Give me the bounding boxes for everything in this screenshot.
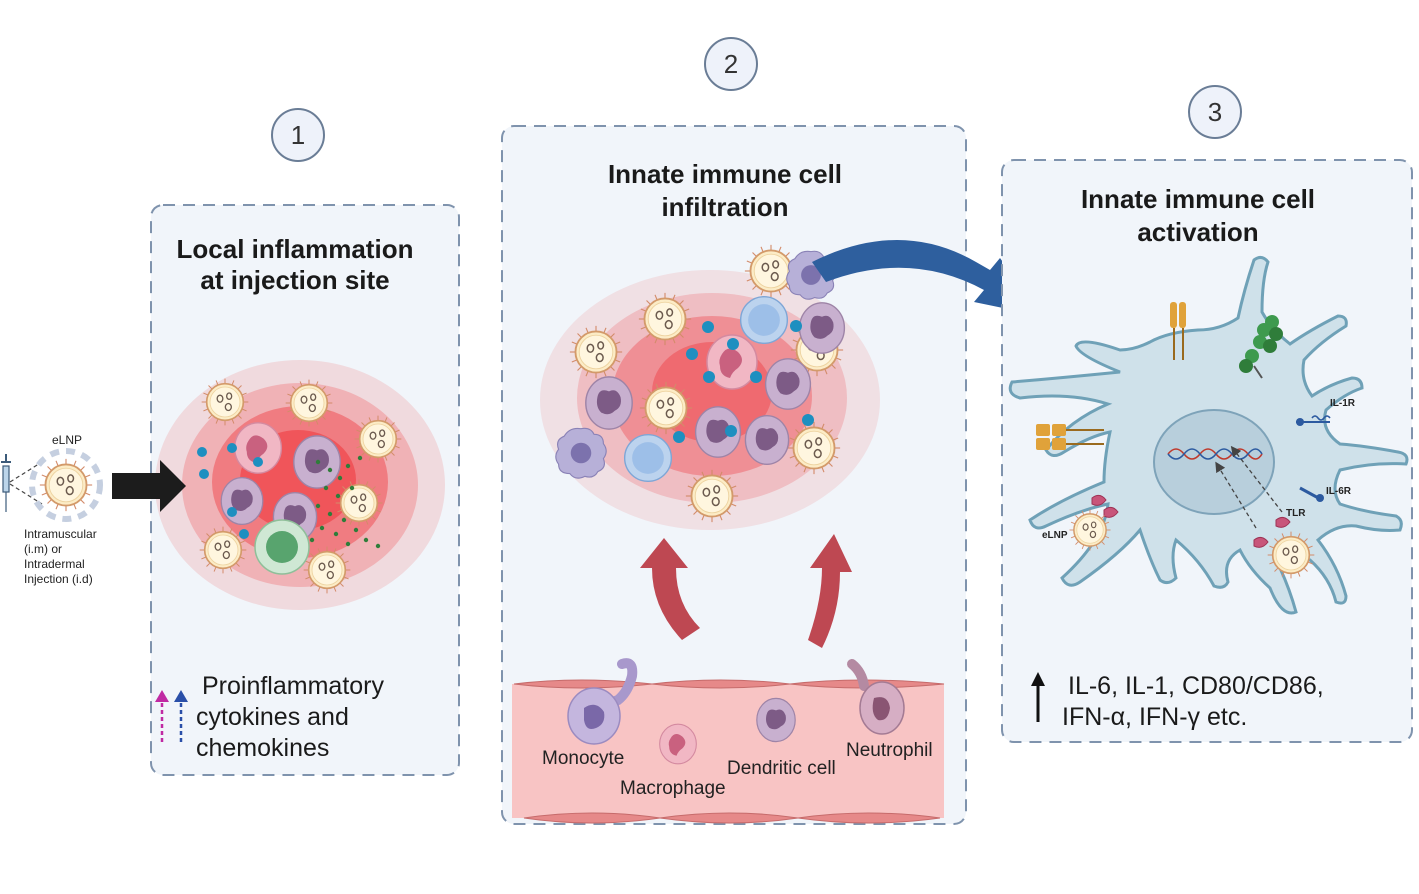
nucleus xyxy=(1153,409,1275,515)
step-1-footer: Proinflammatory cytokines and chemokines xyxy=(155,672,384,762)
chemokine-dots xyxy=(309,455,381,549)
step-2-number: 2 xyxy=(724,49,738,79)
lnp-particle xyxy=(568,324,624,380)
step-2-panel: 2 Innate immune cell infiltration xyxy=(501,37,967,825)
step-2-box xyxy=(501,125,967,825)
dna-helix-icon xyxy=(1167,448,1263,460)
neutrophil-cell xyxy=(585,376,633,430)
infiltration-cluster xyxy=(540,243,880,530)
inflammation-site xyxy=(155,360,445,610)
step-3-badge xyxy=(1188,85,1242,139)
lnp-particle xyxy=(302,545,352,595)
step-2-badge xyxy=(704,37,758,91)
il6r-label: IL-6R xyxy=(1326,486,1352,497)
neutrophil-cell xyxy=(798,302,846,354)
step-2-title-line-1: Innate immune cell xyxy=(608,159,842,189)
route-line-3: Intradermal xyxy=(24,557,85,571)
lnp-particle xyxy=(353,414,403,464)
macrophage-cell xyxy=(659,723,697,765)
step-3-footer: IL-6, IL-1, CD80/CD86, IFN-α, IFN-γ etc. xyxy=(1031,672,1324,731)
tlr-receptor-icon xyxy=(1091,494,1291,548)
route-line-1: Intramuscular xyxy=(24,527,97,541)
syringe-icon xyxy=(1,454,11,512)
receptor-left-icon xyxy=(1036,424,1104,450)
label-macrophage: Macrophage xyxy=(620,778,726,799)
step-1-number: 1 xyxy=(291,120,305,150)
step-3-footer-line-2: IFN-α, IFN-γ etc. xyxy=(1062,703,1247,731)
elnp-particle xyxy=(1266,530,1316,580)
il6r-receptor-icon xyxy=(1299,486,1324,502)
route-line-4: Injection (i.d) xyxy=(24,572,93,586)
step-3-footer-line-1: IL-6, IL-1, CD80/CD86, xyxy=(1068,672,1324,700)
lnp-particle xyxy=(637,291,693,347)
activated-cell xyxy=(254,519,310,575)
neutrophil-cell-vessel xyxy=(847,659,905,735)
label-monocyte: Monocyte xyxy=(542,748,624,769)
activated-dendritic-cell: IL-1R IL-6R TLR eLNP xyxy=(1008,255,1409,615)
receptor-green-icon xyxy=(1239,315,1283,379)
injection-area: eLNP Intramuscular (i.m) or Intradermal … xyxy=(1,433,186,586)
neutrophil-cell xyxy=(220,476,264,526)
il1r-label: IL-1R xyxy=(1330,398,1356,409)
lymphocyte-cell xyxy=(623,433,673,483)
lnp-particle xyxy=(786,420,842,476)
receptor-top-icon xyxy=(1170,302,1186,360)
step-1-footer-line-3: chemokines xyxy=(196,734,329,762)
migration-arrow-right xyxy=(808,534,852,648)
neutrophil-cell xyxy=(764,357,812,411)
elnp-cell-label: eLNP xyxy=(1042,530,1068,541)
activation-flow-arrow xyxy=(812,240,1042,316)
elnp-particle xyxy=(1068,508,1112,552)
neutrophil-cell xyxy=(744,414,790,466)
step-1-footer-line-2: cytokines and xyxy=(196,703,349,731)
elnp-label: eLNP xyxy=(52,433,82,447)
lnp-particle xyxy=(684,468,740,524)
step-1-footer-line-1: Proinflammatory xyxy=(202,672,384,700)
step-2-title-line-2: infiltration xyxy=(661,192,788,222)
migration-arrow-left xyxy=(640,538,700,640)
step-3-title-line-1: Innate immune cell xyxy=(1081,184,1315,214)
lymphocyte-cell xyxy=(739,295,789,345)
cytokine-dots xyxy=(673,320,814,443)
up-arrows-icon xyxy=(155,690,188,742)
label-dendritic-cell: Dendritic cell xyxy=(727,758,836,779)
label-neutrophil: Neutrophil xyxy=(846,740,933,761)
step-1-panel: 1 Local inflammation at injection site xyxy=(150,108,460,776)
step-1-badge xyxy=(271,108,325,162)
monocyte-cell xyxy=(567,658,638,745)
il1r-receptor-icon xyxy=(1296,415,1331,426)
signal-arrows xyxy=(1215,445,1283,529)
lnp-particle xyxy=(638,380,694,436)
elnp-particle-icon xyxy=(38,457,94,513)
up-arrow-icon xyxy=(1031,672,1045,722)
lnp-particle xyxy=(284,378,334,428)
lnp-particle xyxy=(200,377,250,427)
injection-arrow xyxy=(112,460,186,512)
dendritic-cell-vessel xyxy=(756,697,796,743)
step-1-title-line-2: at injection site xyxy=(200,265,389,295)
tlr-label: TLR xyxy=(1286,508,1306,519)
step-1-title-line-1: Local inflammation xyxy=(177,234,414,264)
route-line-2: (i.m) or xyxy=(24,542,62,556)
cytokine-dots xyxy=(197,443,263,539)
blood-vessel: Monocyte Macrophage Dendritic cell Neutr… xyxy=(512,658,945,824)
migration-arrows xyxy=(640,534,852,648)
step-3-number: 3 xyxy=(1208,97,1222,127)
step-3-title-line-2: activation xyxy=(1137,217,1258,247)
